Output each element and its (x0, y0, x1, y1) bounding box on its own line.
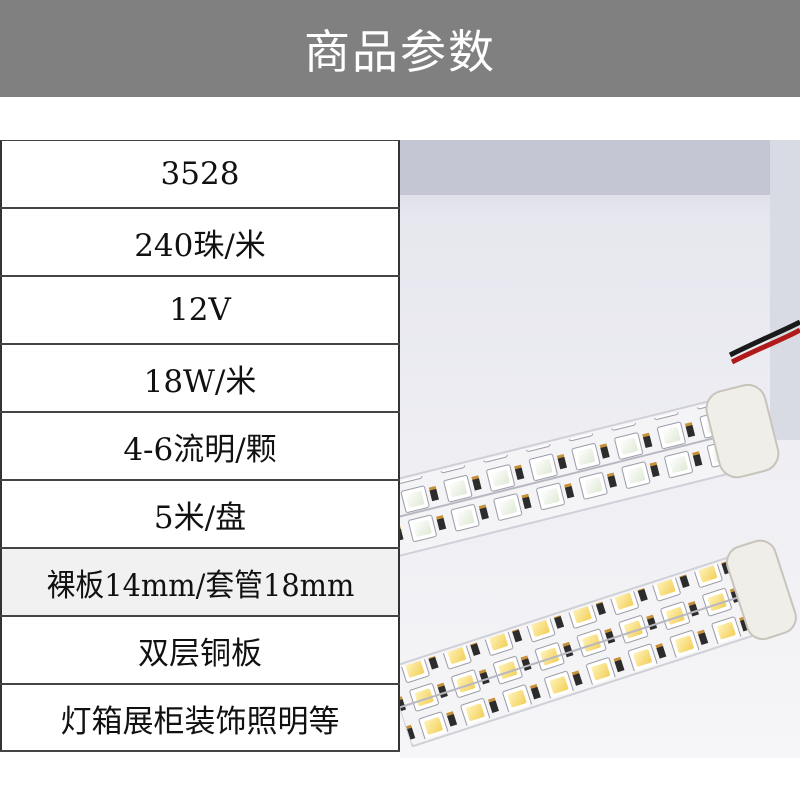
row-divider (0, 615, 400, 617)
spec-value: 3528 (160, 156, 240, 192)
spec-row-length: 5米/盘 (0, 480, 400, 548)
spec-row-board: 双层铜板 (0, 616, 400, 684)
spec-row-lumen: 4-6流明/颗 (0, 412, 400, 480)
spec-row-voltage: 12V (0, 276, 400, 344)
title-bar: 商品参数 (0, 0, 800, 97)
row-divider (0, 547, 400, 549)
table-border-left (0, 140, 2, 752)
row-divider (0, 750, 400, 752)
spec-row-width: 裸板14mm/套管18mm (0, 548, 400, 616)
row-divider (0, 411, 400, 413)
row-divider (0, 479, 400, 481)
spec-value: 4-6流明/颗 (123, 431, 277, 468)
page-title: 商品参数 (304, 24, 496, 79)
spec-row-led-type: 3528 (0, 140, 400, 208)
table-border-right (398, 140, 400, 752)
row-divider (0, 343, 400, 345)
spec-value: 5米/盘 (153, 499, 247, 536)
row-divider (0, 207, 400, 209)
spec-value: 240珠/米 (134, 227, 266, 264)
spec-row-power: 18W/米 (0, 344, 400, 412)
row-divider (0, 140, 400, 141)
spec-row-usage: 灯箱展柜装饰照明等 (0, 684, 400, 752)
spec-value: 18W/米 (143, 363, 257, 400)
row-divider (0, 275, 400, 277)
spec-row-density: 240珠/米 (0, 208, 400, 276)
spec-value: 12V (169, 292, 231, 328)
spec-value: 双层铜板 (138, 635, 262, 672)
spec-value: 灯箱展柜装饰照明等 (60, 703, 340, 740)
spec-value: 裸板14mm/套管18mm (46, 567, 354, 604)
led-strip-photo (400, 140, 800, 758)
row-divider (0, 683, 400, 685)
spec-table: 3528 240珠/米 12V 18W/米 4-6流明/颗 5米/盘 裸板14m… (0, 140, 406, 756)
